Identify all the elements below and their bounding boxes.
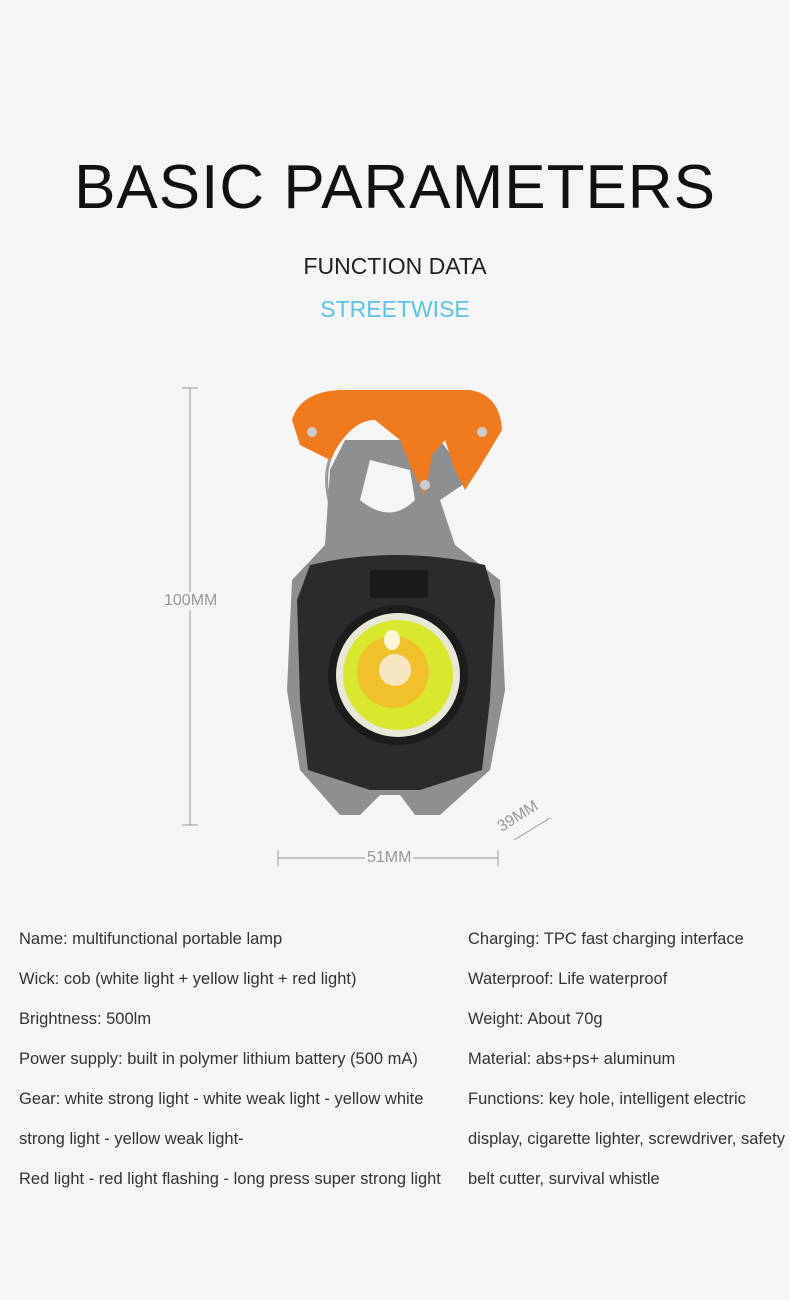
spec-charging: Charging: TPC fast charging interface: [468, 930, 744, 948]
spec-gear: Gear: white strong light - white weak li…: [19, 1090, 424, 1108]
spec-functions-cont-2: belt cutter, survival whistle: [468, 1170, 660, 1188]
spec-waterproof: Waterproof: Life waterproof: [468, 970, 668, 988]
spec-weight: Weight: About 70g: [468, 1010, 603, 1028]
spec-functions: Functions: key hole, intelligent electri…: [468, 1090, 746, 1108]
spec-gear-cont-2: Red light - red light flashing - long pr…: [19, 1170, 441, 1188]
spec-power-supply: Power supply: built in polymer lithium b…: [19, 1050, 418, 1068]
spec-gear-cont: strong light - yellow weak light-: [19, 1130, 244, 1148]
orange-handle: [292, 390, 502, 495]
spec-material: Material: abs+ps+ aluminum: [468, 1050, 676, 1068]
page-title: BASIC PARAMETERS: [74, 153, 716, 222]
product-illustration: [182, 387, 551, 866]
spec-name: Name: multifunctional portable lamp: [19, 930, 283, 948]
spec-functions-cont: display, cigarette lighter, screwdriver,…: [468, 1130, 785, 1148]
spec-wick: Wick: cob (white light + yellow light + …: [19, 970, 357, 988]
brand-name: STREETWISE: [320, 296, 470, 322]
subtitle: FUNCTION DATA: [303, 253, 487, 279]
spec-brightness: Brightness: 500lm: [19, 1010, 152, 1028]
width-dimension-label: 51MM: [365, 849, 414, 867]
height-dimension-label: 100MM: [164, 592, 218, 610]
